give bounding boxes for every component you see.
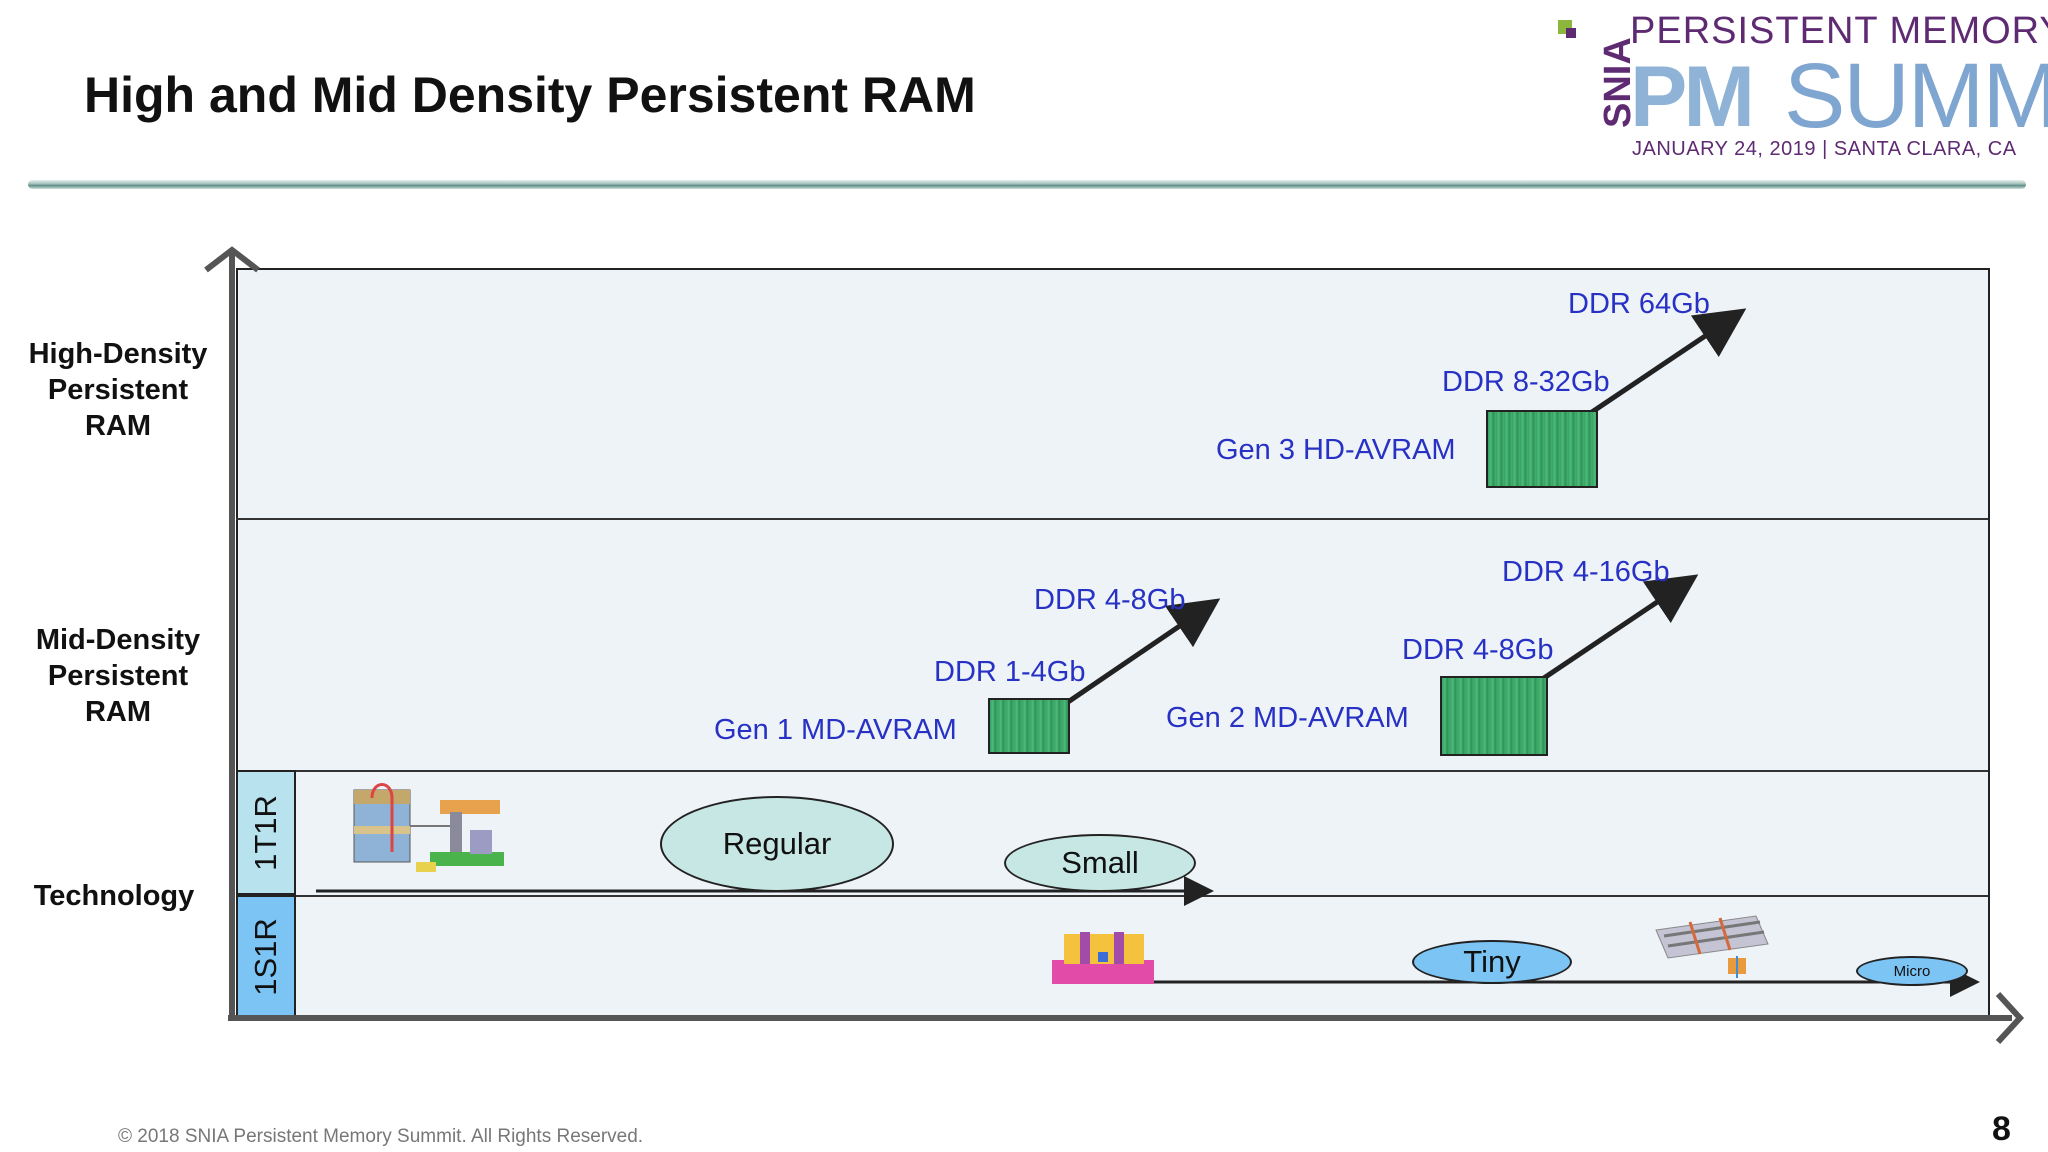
mtj-device-illustration: [353, 783, 504, 872]
row-label-line: High-Density: [28, 338, 208, 370]
row-label-line: RAM: [84, 696, 152, 728]
gen2-growth-arrow: [1542, 574, 1699, 681]
selector-device-illustration: [1052, 932, 1154, 984]
label-gen2-end-capacity: DDR 4-16Gb: [1502, 556, 1670, 588]
x-axis-arrowhead: [1995, 991, 2025, 1045]
copyright-footer: © 2018 SNIA Persistent Memory Summit. Al…: [118, 1126, 644, 1147]
label-gen1-end-capacity: DDR 4-8Gb: [1034, 584, 1186, 616]
label-gen3-end-capacity: DDR 64Gb: [1568, 288, 1710, 320]
size-ellipse-tiny: Tiny: [1412, 940, 1572, 984]
size-label: Micro: [1893, 962, 1931, 980]
title-divider: [28, 180, 2026, 189]
row-label-line: Persistent: [47, 660, 189, 692]
logo-date-location: JANUARY 24, 2019 | SANTA CLARA, CA: [1632, 138, 2017, 160]
label-gen2-name: Gen 2 MD-AVRAM: [1166, 702, 1409, 734]
gen3-hd-avram-chip: [1486, 410, 1598, 488]
size-label: Small: [1061, 845, 1139, 880]
slide-title: High and Mid Density Persistent RAM: [84, 67, 976, 123]
label-gen1-name: Gen 1 MD-AVRAM: [714, 714, 957, 746]
size-ellipse-micro: Micro: [1856, 956, 1968, 986]
logo-pm: PM: [1630, 49, 1755, 145]
size-label: Regular: [722, 826, 832, 861]
crossbar-array-illustration: [1655, 915, 1769, 978]
gen1-growth-arrow: [1066, 598, 1221, 705]
tech-cell-1t1r: 1T1R: [236, 770, 296, 895]
logo-persistent-memory: PERSISTENT MEMORY: [1630, 10, 2048, 52]
label-gen1-start-capacity: DDR 1-4Gb: [934, 656, 1086, 688]
size-ellipse-small: Small: [1004, 834, 1196, 892]
gen1-md-avram-chip: [988, 698, 1070, 754]
row-label-line: Mid-Density: [35, 624, 201, 656]
logo-square-purple: [1566, 28, 1576, 38]
label-gen3-start-capacity: DDR 8-32Gb: [1442, 366, 1610, 398]
band-divider-mid-tech: [236, 770, 1988, 772]
row-label-mid-density: Mid-Density Persistent RAM: [14, 622, 222, 730]
page-number: 8: [1992, 1110, 2011, 1148]
row-label-line: Persistent: [47, 374, 189, 406]
row-label-high-density: High-Density Persistent RAM: [14, 336, 222, 444]
diagram-plot-area: [236, 268, 1990, 1020]
gen3-growth-arrow: [1590, 308, 1747, 415]
size-ellipse-regular: Regular: [660, 796, 894, 892]
band-divider-high-mid: [236, 518, 1988, 520]
y-axis-arrowhead: [204, 246, 260, 273]
label-gen2-start-capacity: DDR 4-8Gb: [1402, 634, 1554, 666]
row-label-technology: Technology: [33, 880, 195, 912]
band-divider-tech: [296, 895, 1988, 897]
size-label: Tiny: [1463, 944, 1521, 979]
logo-summit: SUMMIT: [1784, 45, 2048, 147]
label-gen3-name: Gen 3 HD-AVRAM: [1216, 434, 1456, 466]
row-label-line: RAM: [84, 410, 152, 442]
gen2-md-avram-chip: [1440, 676, 1548, 756]
